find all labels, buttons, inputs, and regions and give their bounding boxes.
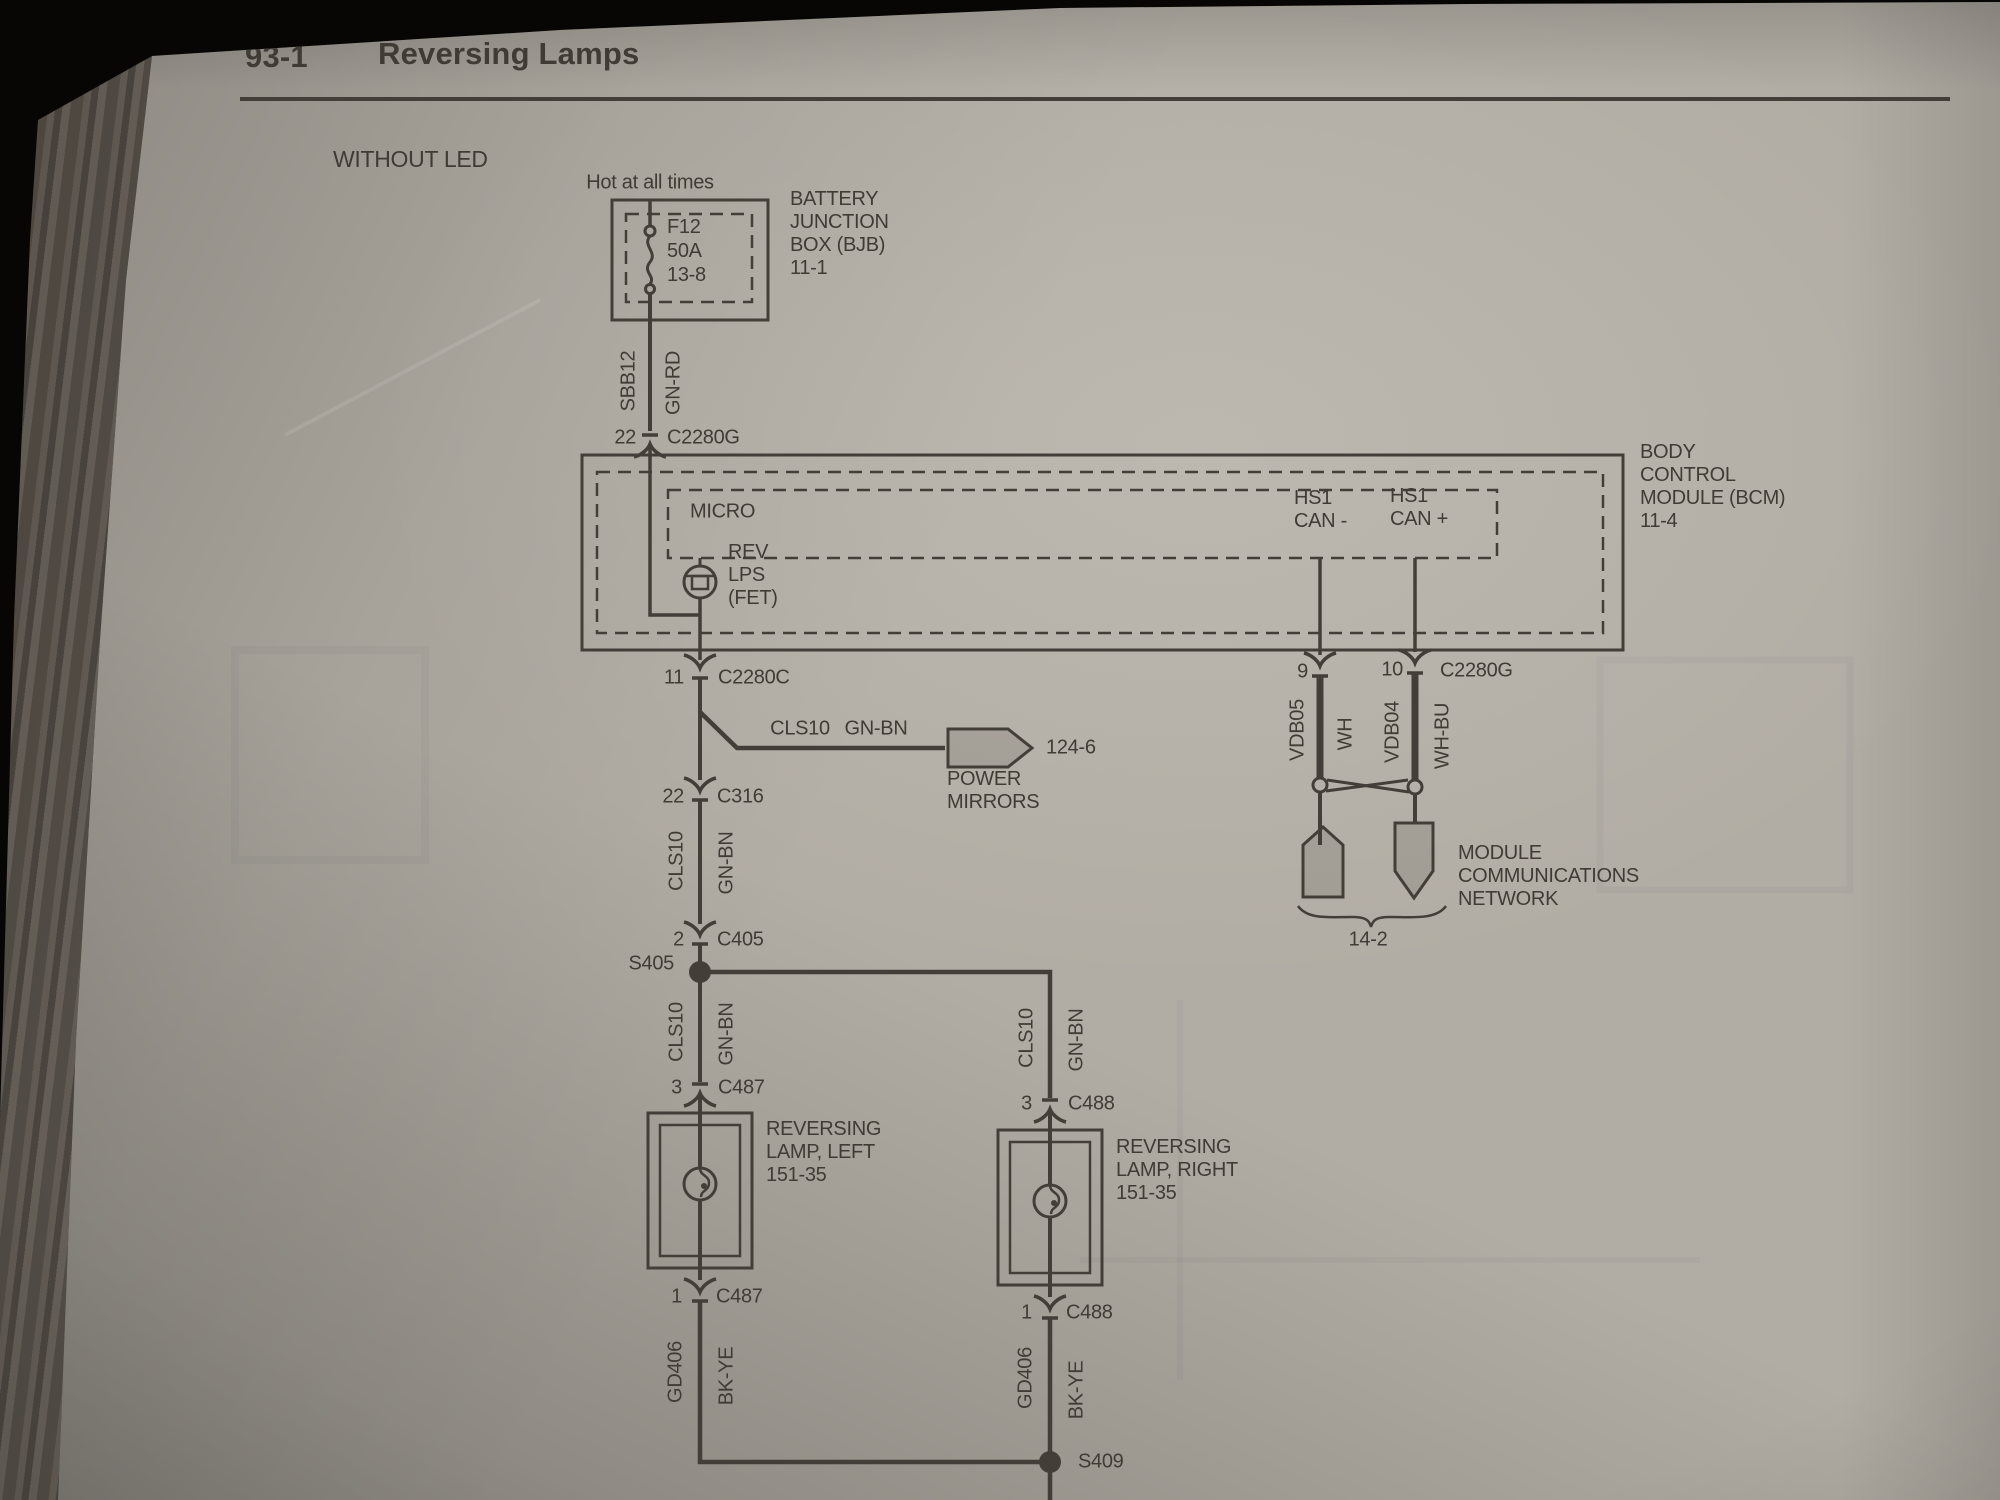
power-mirrors-branch	[698, 710, 1035, 769]
connector-name-c488-1: C488	[1066, 1301, 1113, 1324]
wire-circuit-vdb05: VDB05	[1286, 699, 1309, 761]
power-mirrors-label: POWER MIRRORS	[947, 768, 1040, 813]
splice-s405-label: S405	[628, 952, 674, 975]
wire-color-gn-bn-a: GN-BN	[715, 831, 738, 895]
lamp-right-symbol	[996, 1109, 1104, 1297]
fuse-rating: 50A	[667, 240, 702, 262]
connector-pin-3-c487: 3	[671, 1076, 682, 1099]
wire-color-bk-ye-left: BK-YE	[715, 1346, 738, 1406]
connector-pin-1-c487: 1	[671, 1285, 682, 1308]
connector-name-c2280c: C2280C	[718, 666, 790, 689]
wire-circuit-sbb12: SBB12	[617, 350, 640, 412]
rev-lps-fet-label: REV LPS (FET)	[728, 541, 778, 609]
brace-14-2	[1296, 905, 1448, 928]
bcm-label: BODY CONTROL MODULE (BCM) 11-4	[1640, 441, 1786, 532]
wire-circuit-cls10-b: CLS10	[665, 1002, 688, 1062]
twisted-pair-symbol	[1311, 776, 1424, 796]
connector-name-c487-1: C487	[716, 1285, 763, 1308]
pm-ref-124-6: 124-6	[1046, 736, 1096, 759]
fuse-id: F12	[667, 216, 701, 238]
wire-color-wh: WH	[1334, 717, 1357, 751]
wire-color-gn-bn-b: GN-BN	[715, 1002, 738, 1066]
page-code: 93-1	[245, 39, 308, 74]
connector-c405-symbol	[682, 920, 718, 946]
wire-circuit-cls10-c: CLS10	[1015, 1008, 1038, 1068]
wire-color-gn-bn-c: GN-BN	[1065, 1008, 1088, 1072]
splice-s409	[1039, 1451, 1061, 1473]
connector-pin-22: 22	[614, 426, 636, 449]
bjb-label: BATTERY JUNCTION BOX (BJB) 11-1	[790, 188, 889, 279]
page-title: Reversing Lamps	[378, 36, 640, 71]
connector-name-c316: C316	[717, 785, 764, 808]
connector-pin-9: 9	[1297, 660, 1308, 683]
connector-pin-1-c488: 1	[1021, 1301, 1032, 1324]
micro-box	[666, 488, 1499, 560]
ground-wires	[697, 1301, 1053, 1500]
wire-color-bk-ye-right: BK-YE	[1065, 1360, 1088, 1420]
offpage-arrow-can-minus	[1301, 824, 1345, 899]
splice-s405	[689, 961, 1053, 1098]
connector-pin-2: 2	[673, 928, 684, 951]
wire-color-gn-rd: GN-RD	[662, 350, 685, 416]
connector-pin-10: 10	[1381, 658, 1403, 681]
can-wires	[1302, 558, 1433, 845]
variant-label: WITHOUT LED	[333, 146, 488, 172]
hs1-can-plus-label: HS1 CAN +	[1390, 485, 1448, 530]
offpage-arrow-can-plus	[1393, 821, 1435, 901]
connector-pin-11: 11	[663, 666, 684, 689]
lamp-left-symbol	[646, 1111, 754, 1270]
lamp-right-label: REVERSING LAMP, RIGHT 151-35	[1116, 1136, 1238, 1204]
bjb-symbol	[610, 198, 770, 322]
connector-pin-3-c488: 3	[1021, 1092, 1032, 1115]
wire-ground-left	[697, 1301, 1041, 1465]
connector-c488-3-symbol	[1032, 1098, 1068, 1124]
network-ref-14-2: 14-2	[1348, 928, 1388, 951]
wire-circuit-gd406-left: GD406	[664, 1341, 687, 1403]
connector-name-c488-3: C488	[1068, 1092, 1115, 1115]
connector-c487-3-symbol	[682, 1082, 718, 1108]
connector-pin-22-c316: 22	[662, 785, 684, 808]
pm-color-gn-bn: GN-BN	[844, 717, 908, 740]
connector-c2280g-22-symbol	[632, 433, 668, 459]
hot-at-all-times-label: Hot at all times	[586, 171, 714, 194]
connector-c316-symbol	[682, 776, 718, 802]
fuse-symbol	[645, 235, 654, 285]
connector-c487-1-symbol	[682, 1277, 718, 1303]
fuse-ref: 13-8	[667, 264, 706, 286]
connector-c488-1-symbol	[1032, 1294, 1068, 1320]
bcm-internal-wiring	[648, 444, 702, 660]
bcm-box	[580, 453, 1625, 652]
page-showthrough-ghosts	[231, 298, 1854, 1380]
micro-label: MICRO	[690, 500, 756, 523]
wire-circuit-gd406-right: GD406	[1014, 1347, 1037, 1409]
connector-name-c487-3: C487	[718, 1076, 765, 1099]
pm-circuit-cls10: CLS10	[770, 717, 830, 740]
wire-circuit-cls10-a: CLS10	[665, 831, 688, 891]
rev-lps-fet-symbol	[682, 564, 718, 600]
connector-name-c2280g-can: C2280G	[1440, 659, 1513, 682]
wire-s405-to-right-lamp	[700, 969, 1053, 1098]
hs1-can-minus-label: HS1 CAN -	[1294, 487, 1347, 532]
connector-name-c405: C405	[717, 928, 764, 951]
wire-color-wh-bu: WH-BU	[1431, 702, 1454, 770]
connector-name-c2280g: C2280G	[667, 426, 740, 449]
lamp-left-label: REVERSING LAMP, LEFT 151-35	[766, 1118, 882, 1186]
module-network-label: MODULE COMMUNICATIONS NETWORK	[1458, 842, 1639, 910]
offpage-arrow-power-mirrors	[946, 727, 1035, 769]
splice-s409-label: S409	[1078, 1450, 1124, 1473]
wire-circuit-vdb04: VDB04	[1381, 701, 1404, 763]
